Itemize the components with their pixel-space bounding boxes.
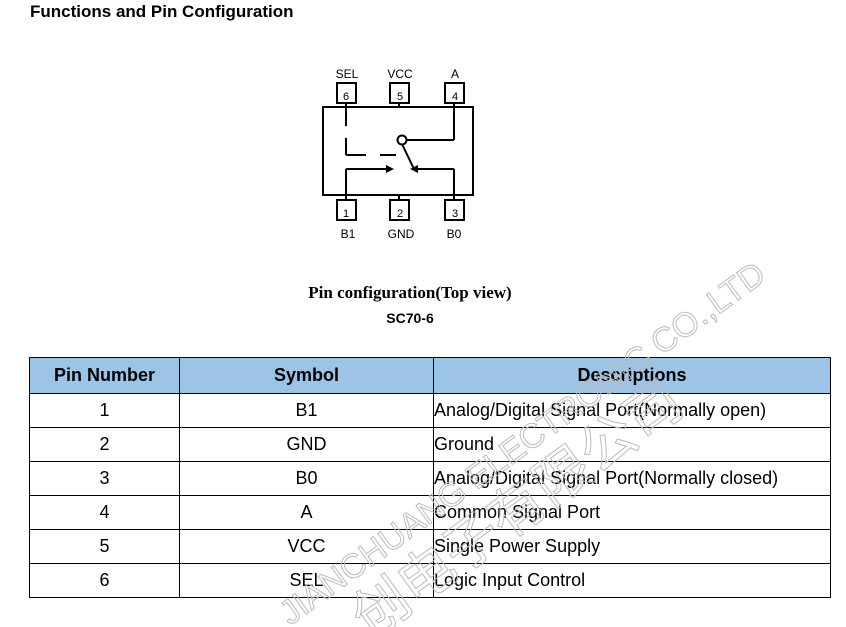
table-row: 4 A Common Signal Port [29,495,831,530]
pin-number-4: 4 [452,91,458,103]
pin-number-3: 3 [452,208,458,220]
header-symbol: Symbol [179,357,434,394]
pin-label-gnd: GND [388,227,415,241]
cell-symbol: GND [179,427,434,462]
cell-pin-number: 1 [29,393,180,428]
pin-4-a: A 4 [444,67,465,107]
table-header-row: Pin Number Symbol Descriptions [29,357,831,394]
cell-description: Logic Input Control [433,563,831,598]
cell-pin-number: 2 [29,427,180,462]
section-title: Functions and Pin Configuration [30,2,294,21]
cell-pin-number: 3 [29,461,180,496]
cell-description: Analog/Digital Signal Port(Normally clos… [433,461,831,496]
cell-pin-number: 5 [29,529,180,564]
pin-5-vcc: VCC 5 [387,67,413,107]
pin-diagram: SEL 6 VCC 5 A 4 1 B1 2 GND 3 B0 [322,67,474,241]
pin-number-5: 5 [397,91,403,103]
pin-label-b1: B1 [341,227,356,241]
table-row: 6 SEL Logic Input Control [29,563,831,598]
arrow-left-icon [410,165,418,173]
figure-caption: Pin configuration(Top view) [308,283,512,302]
package-name: SC70-6 [386,310,434,326]
cell-symbol: VCC [179,529,434,564]
cell-description: Ground [433,427,831,462]
cell-description: Single Power Supply [433,529,831,564]
cell-description: Analog/Digital Signal Port(Normally open… [433,393,831,428]
pin-number-2: 2 [397,208,403,220]
cell-symbol: B0 [179,461,434,496]
header-pin-number: Pin Number [29,357,180,394]
pin-1-b1: 1 B1 [336,195,357,241]
cell-symbol: B1 [179,393,434,428]
pin-label-a: A [451,67,459,81]
pin-number-6: 6 [343,91,349,103]
pin-label-vcc: VCC [387,67,413,81]
table-row: 5 VCC Single Power Supply [29,529,831,564]
header-descriptions: Descriptions [433,357,831,394]
pin-number-1: 1 [343,208,349,220]
cell-pin-number: 6 [29,563,180,598]
pin-6-sel: SEL 6 [336,67,359,107]
table-row: 1 B1 Analog/Digital Signal Port(Normally… [29,393,831,428]
pin-label-sel: SEL [336,67,359,81]
cell-pin-number: 4 [29,495,180,530]
pin-label-b0: B0 [447,227,462,241]
cell-symbol: A [179,495,434,530]
cell-symbol: SEL [179,563,434,598]
switch-schematic [345,107,455,195]
table-row: 3 B0 Analog/Digital Signal Port(Normally… [29,461,831,496]
table-row: 2 GND Ground [29,427,831,462]
pin-table: Pin Number Symbol Descriptions 1 B1 Anal… [29,357,831,598]
pin-2-gnd: 2 GND [388,195,415,241]
cell-description: Common Signal Port [433,495,831,530]
arrow-right-icon [386,165,394,173]
pin-3-b0: 3 B0 [444,195,465,241]
